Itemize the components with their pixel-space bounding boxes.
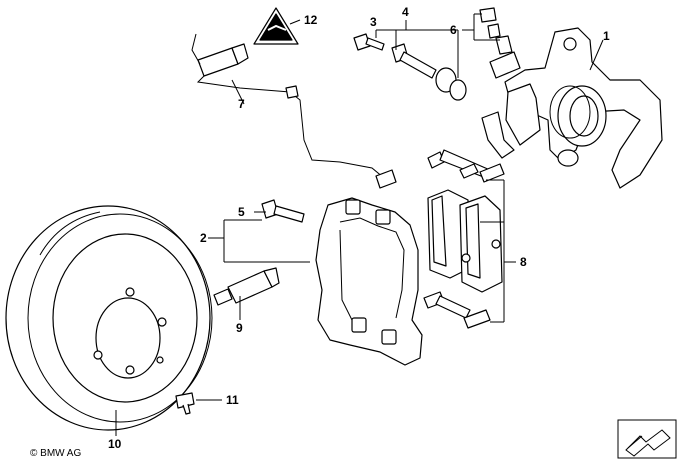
pad-retaining-springs-bottom[interactable]: [423, 291, 491, 329]
brake-caliper[interactable]: [481, 27, 663, 189]
callout-2: 2: [200, 231, 207, 245]
caliper-carrier[interactable]: [315, 197, 423, 366]
copyright-label: © BMW AG: [30, 448, 81, 459]
callout-7: 7: [238, 97, 245, 111]
grease-tube[interactable]: [213, 267, 280, 306]
brake-wear-sensor[interactable]: [191, 33, 397, 189]
caliper-bolt[interactable]: [353, 33, 385, 51]
callout-12: 12: [304, 13, 318, 27]
callout-8: 8: [520, 255, 527, 269]
callout-6: 6: [450, 23, 457, 37]
callout-11: 11: [226, 393, 239, 407]
brake-disc[interactable]: [5, 205, 213, 431]
callout-10: 10: [108, 437, 122, 451]
bleeder-valve[interactable]: [479, 7, 513, 55]
brake-pads[interactable]: [427, 189, 503, 293]
callout-9: 9: [236, 321, 243, 335]
hazard-warning-triangle[interactable]: [253, 7, 299, 45]
callout-3: 3: [370, 15, 377, 29]
guide-bolt[interactable]: [261, 199, 305, 223]
leader-lines: [115, 13, 604, 436]
pad-retaining-springs-top[interactable]: [427, 149, 505, 183]
callout-5: 5: [238, 205, 245, 219]
guide-pin-set[interactable]: [391, 43, 467, 101]
disc-screw[interactable]: [175, 392, 195, 415]
callout-4: 4: [402, 5, 409, 19]
view-direction-icon: [617, 419, 677, 459]
callout-1: 1: [603, 29, 610, 43]
